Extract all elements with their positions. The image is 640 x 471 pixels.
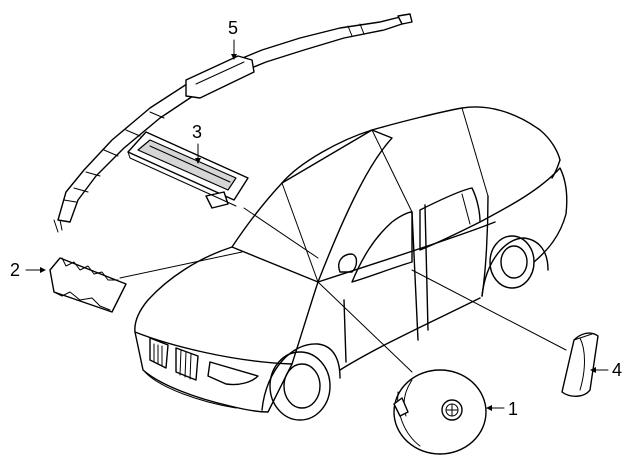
passenger-airbag-face [137,139,237,191]
driver-airbag-emblem [441,399,463,421]
car-hood [134,246,319,365]
car-side-mirror [338,253,358,273]
leader-part-3 [243,207,319,259]
car-front-bumper [134,331,293,413]
callout-labels: 1 2 3 4 5 [10,18,622,419]
car-rear-door-window [419,187,481,251]
car-rear-quarter [479,167,568,263]
callout-label-5: 5 [228,18,238,38]
leader-part-1 [317,281,413,373]
car-front-wheel-arch [261,343,341,411]
callout-label-4: 4 [612,360,622,380]
car-door-line-mid [411,211,419,341]
driver-airbag-clip [393,397,409,417]
side-airbag-part-4 [561,332,599,397]
car-roof [281,106,561,184]
callout-label-3: 3 [192,122,202,142]
knee-airbag-body [49,257,127,313]
driver-airbag-part-1 [393,369,487,455]
knee-airbag-part-2 [49,257,127,313]
car-rear-wheel-arch [481,237,549,297]
car-rear-wheel [489,235,535,289]
curtain-airbag-part-5 [53,13,413,233]
car-front-door-window [351,211,413,283]
leader-lines [119,207,567,373]
curtain-airbag-inflator [185,55,255,99]
car-side-sill [339,297,481,371]
car-door-line-front [343,299,347,363]
car-grille-left [149,337,169,369]
car-illustration [134,106,568,421]
driver-airbag-cover [393,369,487,455]
car-headlight [207,361,259,386]
leader-part-2 [119,251,243,279]
callout-arrows [25,39,609,411]
callout-label-2: 2 [10,260,20,280]
car-windshield [231,129,393,283]
passenger-airbag-part-3 [127,131,249,209]
leader-part-4 [411,269,567,351]
car-front-wheel [269,351,331,421]
callout-label-1: 1 [508,399,518,419]
car-grille-right [175,347,199,381]
side-airbag-body [561,332,599,397]
